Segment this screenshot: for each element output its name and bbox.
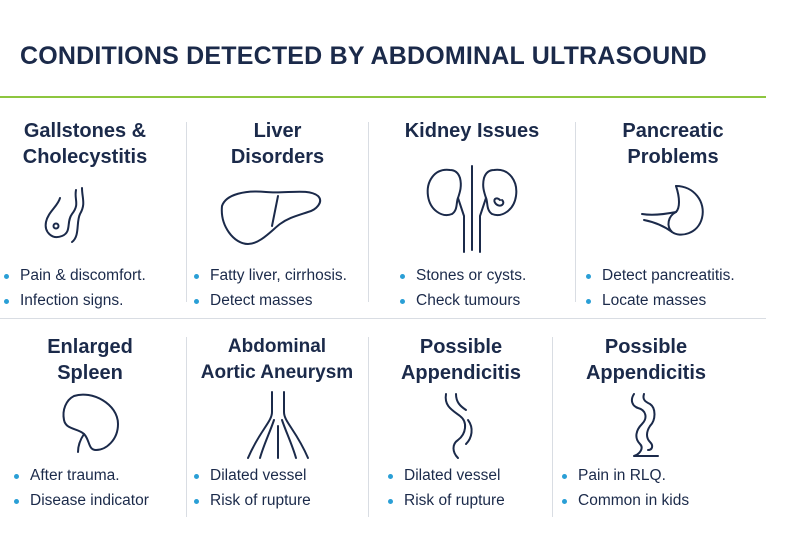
column-divider <box>186 337 187 517</box>
aorta-icon <box>240 390 316 460</box>
list-item: Locate masses <box>586 289 735 314</box>
list-item: Disease indicator <box>14 489 149 514</box>
list-item: Dilated vessel <box>388 464 505 489</box>
panel-title-line: Liver <box>253 120 302 142</box>
list-item: Stones or cysts. <box>400 264 526 289</box>
gallbladder-icon <box>36 184 96 244</box>
panel-liver: Liver Disorders Fatty liver, cirrhosis. … <box>190 118 365 318</box>
list-item: Dilated vessel <box>194 464 311 489</box>
list-item: Check tumours <box>400 289 526 314</box>
panel-title-line: Cholecystitis <box>22 146 148 168</box>
appendix-icon <box>436 392 486 460</box>
list-item: Pain & discomfort. <box>4 264 146 289</box>
panel-kidney: Kidney Issues Stones or cysts. Check tum… <box>372 118 572 318</box>
panel-title-line: Kidney Issues <box>404 120 540 142</box>
panel-appendicitis-2: Possible Appendicitis Pain in RLQ. Commo… <box>556 334 736 529</box>
list-item: After trauma. <box>14 464 149 489</box>
panel-title-line: Possible <box>419 336 503 358</box>
panel-title-line: Gallstones & <box>23 120 147 142</box>
column-divider <box>186 122 187 302</box>
column-divider <box>368 337 369 517</box>
panel-title-line: Pancreatic <box>622 120 724 142</box>
panel-appendicitis-1: Possible Appendicitis Dilated vessel Ris… <box>372 334 550 529</box>
page-title: CONDITIONS DETECTED BY ABDOMINAL ULTRASO… <box>20 42 707 70</box>
panel-title-line: Aortic Aneurysm <box>200 362 354 383</box>
panel-title-line: Spleen <box>57 362 123 384</box>
column-divider <box>575 122 576 302</box>
panel-title-line: Disorders <box>230 146 325 168</box>
intestine-icon <box>620 392 670 460</box>
panel-aorta: Abdominal Aortic Aneurysm Dilated vessel… <box>188 334 366 529</box>
list-item: Common in kids <box>562 489 689 514</box>
panel-title-line: Problems <box>627 146 719 168</box>
list-item: Pain in RLQ. <box>562 464 689 489</box>
liver-icon <box>216 186 326 248</box>
title-underline <box>0 96 766 98</box>
panel-title-line: Appendicitis <box>585 362 706 384</box>
pancreas-icon <box>636 182 716 242</box>
panel-pancreas: Pancreatic Problems Detect pancreatitis.… <box>578 118 768 318</box>
panel-gallstones: Gallstones & Cholecystitis Pain & discom… <box>0 118 170 318</box>
panel-title-line: Appendicitis <box>400 362 521 384</box>
list-item: Risk of rupture <box>194 489 311 514</box>
list-item: Fatty liver, cirrhosis. <box>194 264 347 289</box>
panel-spleen: Enlarged Spleen After trauma. Disease in… <box>0 334 180 529</box>
panel-title-line: Possible <box>604 336 688 358</box>
panel-title-line: Enlarged <box>47 336 133 358</box>
list-item: Risk of rupture <box>388 489 505 514</box>
row-divider <box>0 318 766 319</box>
column-divider <box>368 122 369 302</box>
column-divider <box>552 337 553 517</box>
kidneys-icon <box>422 164 522 254</box>
list-item: Infection signs. <box>4 289 146 314</box>
panel-title-line: Abdominal <box>227 336 327 357</box>
list-item: Detect masses <box>194 289 347 314</box>
list-item: Detect pancreatitis. <box>586 264 735 289</box>
spleen-icon <box>56 390 126 458</box>
